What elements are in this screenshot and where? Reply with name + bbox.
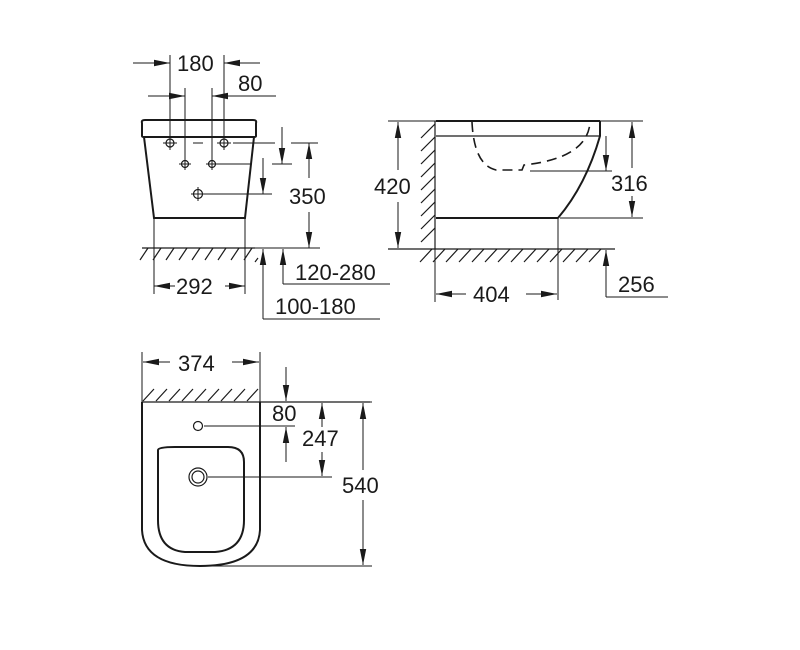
dim-label-120-280: 120-280: [295, 260, 376, 285]
dim-label-180: 180: [177, 51, 214, 76]
dim-label-247: 247: [302, 426, 339, 451]
front-view-body: [140, 119, 258, 248]
side-view-body: [436, 120, 612, 300]
front-view-holes: [163, 136, 275, 201]
dim-floor-offset: 256: [602, 250, 668, 298]
top-view: 374 80 247 540: [141, 351, 379, 568]
dim-label-256: 256: [618, 272, 655, 297]
side-view: 420 316 404 256: [374, 120, 668, 307]
dim-inlet-offset: 80: [148, 71, 276, 158]
dim-label-404: 404: [473, 282, 510, 307]
dim-label-292: 292: [176, 274, 213, 299]
dim-label-420: 420: [374, 174, 411, 199]
dim-projection: 404: [434, 249, 557, 307]
dim-top-width: 374: [141, 351, 261, 402]
dim-inlet-vertical: [259, 127, 318, 194]
dim-outlet-height: 350: [289, 143, 326, 248]
dim-drain-range: 100-180: [259, 249, 380, 320]
top-view-body: [141, 402, 372, 568]
dim-label-80-top: 80: [272, 401, 296, 426]
dim-base-width: 292: [153, 248, 246, 299]
dim-label-316: 316: [611, 171, 648, 196]
dim-label-100-180: 100-180: [275, 294, 356, 319]
side-view-floor-hatch: [388, 248, 615, 263]
dim-bowl-depth: 316: [560, 120, 648, 219]
dim-total-height: 420: [374, 120, 436, 248]
dim-label-80-front: 80: [238, 71, 262, 96]
dim-label-350: 350: [289, 184, 326, 209]
side-view-wall-hatch: [420, 121, 436, 249]
dim-label-374: 374: [178, 351, 215, 376]
dim-total-length: 540: [260, 401, 379, 565]
dim-tap-spacing: 180: [133, 51, 260, 136]
dim-label-540: 540: [342, 473, 379, 498]
dim-supply-range: 120-280: [279, 249, 390, 285]
top-view-wall-hatch: [142, 388, 370, 403]
dim-tap-hole-from-wall: 80: [272, 367, 296, 462]
dim-drain-from-wall: 247: [302, 403, 339, 476]
front-view-floor-hatch: [139, 247, 320, 263]
front-view: 180 80 350 292: [133, 51, 390, 320]
